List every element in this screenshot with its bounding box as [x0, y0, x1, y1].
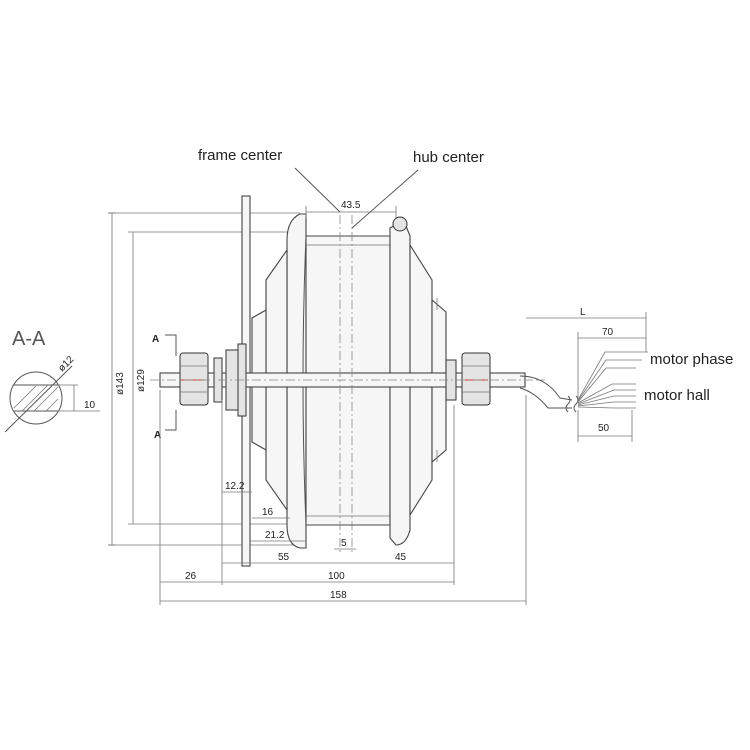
motor-cable: L 70 50	[519, 307, 648, 442]
callout-motor-phase: motor phase	[650, 351, 733, 368]
callouts: frame center hub center motor phase moto…	[198, 147, 733, 404]
cable-break-right	[573, 395, 579, 413]
section-hatch	[13, 384, 59, 412]
dim-12-2-label: 12.2	[225, 481, 245, 492]
cable-exit-knob	[392, 216, 408, 232]
callout-motor-hall: motor hall	[644, 387, 710, 404]
diameter-dimensions: ø143 ø129	[108, 212, 300, 546]
section-flat-label: 10	[84, 400, 96, 411]
dim-43-5: 43.5	[305, 200, 397, 218]
dim-100-label: 100	[328, 571, 345, 582]
dim-43-5-label: 43.5	[341, 200, 361, 211]
cut-mark-bottom: A	[154, 430, 161, 441]
section-circle	[9, 371, 63, 425]
section-diameter-label: ø12	[56, 354, 76, 374]
dim-diameter-143: ø143	[115, 372, 126, 395]
dim-158-label: 158	[330, 590, 347, 601]
callout-frame-center: frame center	[198, 147, 282, 164]
cable-top-edge	[519, 375, 573, 401]
dim-16-label: 16	[262, 507, 274, 518]
section-label: A-A	[12, 328, 46, 350]
callout-hub-center: hub center	[413, 149, 484, 166]
cable-bottom-edge	[519, 387, 572, 409]
section-a-a: A-A ø12 10	[4, 328, 100, 433]
cut-mark-top: A	[152, 334, 159, 345]
right-axle-nut	[461, 352, 491, 406]
cable-wires	[577, 351, 648, 409]
dim-26-label: 26	[185, 571, 197, 582]
dim-diameter-129: ø129	[136, 369, 147, 392]
diameter-ticks	[108, 212, 116, 546]
cut-marks: A A	[152, 334, 177, 441]
dim-55-label: 55	[278, 552, 290, 563]
left-axle-nut	[179, 352, 209, 406]
section-diameter-leader	[4, 365, 73, 433]
dim-5-label: 5	[341, 538, 347, 549]
dim-45-label: 45	[395, 552, 407, 563]
dim-cable-50-label: 50	[598, 423, 610, 434]
dim-cable-70-label: 70	[602, 327, 614, 338]
bottom-dimensions: 55 45 26 100 158	[159, 390, 527, 605]
dim-21-2-label: 21.2	[265, 530, 285, 541]
small-dimensions: 12.2 16 21.2 5	[222, 481, 356, 550]
dim-cable-L-label: L	[580, 307, 586, 318]
cable-break-left	[565, 395, 571, 413]
